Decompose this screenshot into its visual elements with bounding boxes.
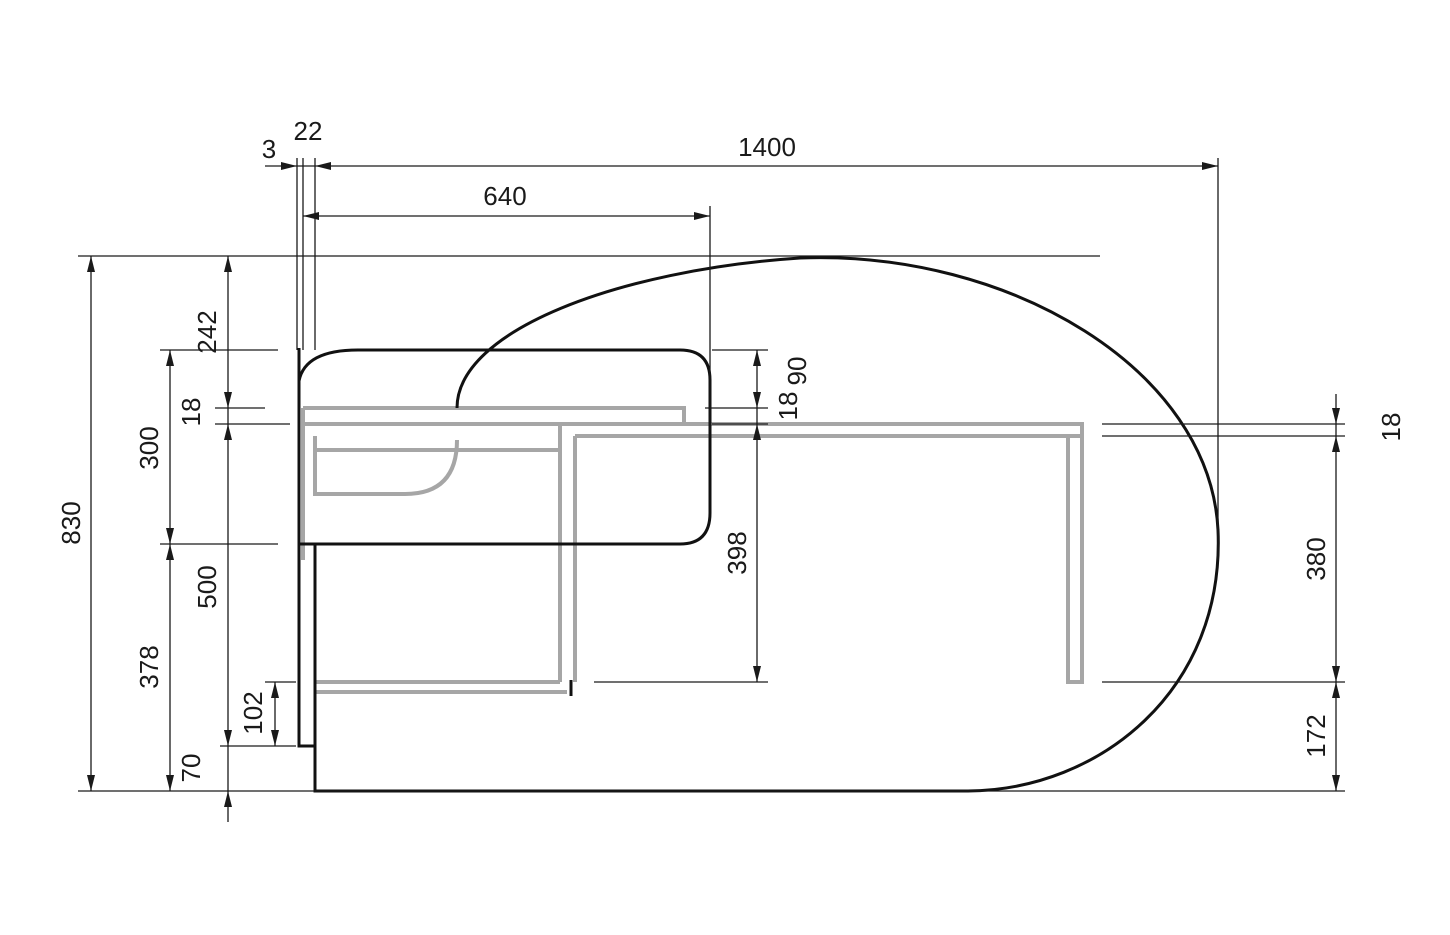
dim-18-mid-label: 18	[773, 392, 803, 421]
organic-top-outline	[455, 256, 1220, 793]
drawer-box-outline	[297, 348, 712, 546]
left-leg	[558, 424, 577, 682]
dim-172-label: 172	[1301, 714, 1331, 757]
dim-378-label: 378	[134, 645, 164, 688]
dim-3-label: 3	[262, 134, 276, 164]
outlines	[297, 256, 1220, 793]
dim-1400-label: 1400	[738, 132, 796, 162]
right-leg	[1066, 436, 1084, 684]
dim-380-label: 380	[1301, 537, 1331, 580]
dim-300-label: 300	[134, 426, 164, 469]
dim-500-label: 500	[192, 565, 222, 608]
base-outline	[297, 348, 968, 793]
top-rail	[303, 422, 1084, 438]
dim-22-label: 22	[294, 116, 323, 146]
dim-70-label: 70	[176, 754, 206, 783]
inner-support	[313, 436, 459, 496]
dim-lines	[90, 165, 1337, 822]
foot-rail	[315, 680, 567, 694]
dimension-lines	[78, 158, 1345, 822]
dim-830-label: 830	[56, 501, 86, 544]
dim-18-right-label: 18	[1376, 413, 1406, 442]
steel-frame	[301, 406, 1084, 694]
arrowheads	[87, 162, 1340, 807]
extension-lines	[78, 158, 1345, 792]
dimension-labels: 3 22 1400 640 830 300 378 242 18 500 70 …	[56, 116, 1406, 782]
dim-90-label: 90	[782, 357, 812, 386]
dim-640-label: 640	[483, 181, 526, 211]
upper-shelf	[303, 406, 686, 424]
dim-398-label: 398	[722, 531, 752, 574]
dim-18-left-label: 18	[176, 398, 206, 427]
dim-102-label: 102	[238, 691, 268, 734]
dim-242-label: 242	[192, 310, 222, 353]
